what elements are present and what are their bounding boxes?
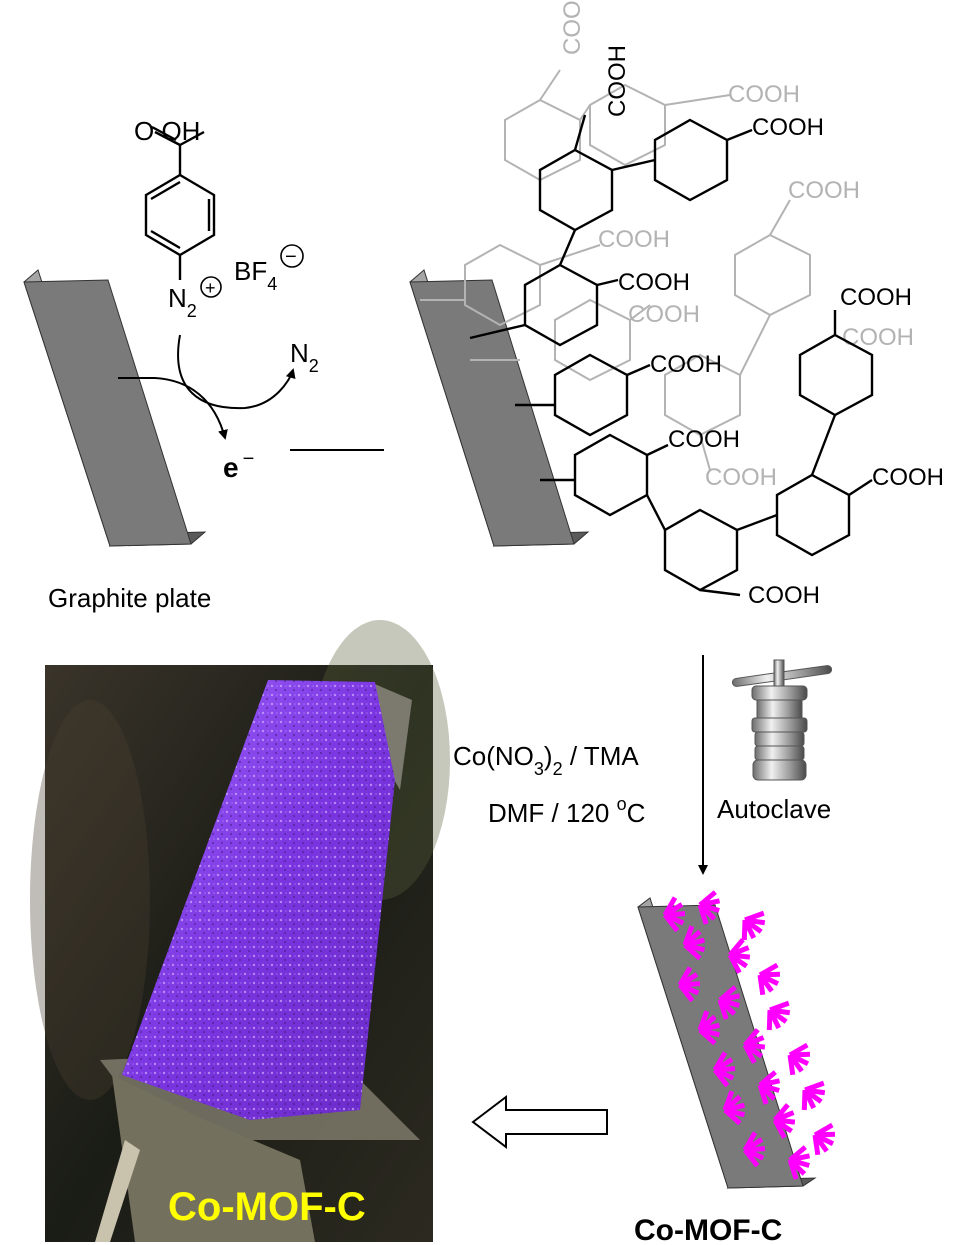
mof-crystal-fan (742, 1131, 766, 1168)
conditions-line2: DMF / 120 oC (488, 794, 645, 828)
mof-crystal-fan (757, 1070, 781, 1105)
plus-charge-icon (200, 276, 222, 298)
mof-crystal-fan (697, 1010, 721, 1046)
cooh-black-2: COOH (752, 114, 824, 141)
mof-crystals (662, 890, 836, 1180)
mof-coated-plate (637, 897, 817, 1189)
cooh-grey-1: COOH (559, 0, 586, 55)
hollow-left-arrow (471, 1094, 608, 1150)
bf4-label: BF4 (234, 256, 277, 294)
diazonium-salt (144, 125, 216, 280)
minus-charge-sign: − (285, 246, 297, 268)
mof-crystal-fan (766, 1000, 791, 1031)
product-label: Co-MOF-C (634, 1214, 782, 1245)
carboxyl-label: O OH (134, 116, 200, 146)
n2-byproduct-label: N2 (290, 338, 319, 376)
autoclave-icon (731, 659, 833, 781)
mof-crystal-fan (757, 962, 781, 996)
cooh-black-7: COOH (872, 464, 944, 491)
autoclave-label: Autoclave (717, 794, 831, 824)
cooh-black-5: COOH (668, 426, 740, 453)
electron-label: e− (223, 448, 254, 483)
electron-transfer-arrows (118, 334, 296, 440)
cooh-black-8: COOH (748, 582, 820, 609)
cooh-black-6: COOH (840, 284, 912, 311)
cooh-grey-6: COOH (842, 324, 914, 351)
mof-crystal-fan (812, 1122, 836, 1156)
mof-crystal-fan (787, 1145, 811, 1180)
cooh-grey-2: COOH (728, 81, 800, 108)
grafted-layer-foreground (469, 114, 874, 597)
minus-charge-icon (280, 244, 304, 268)
sample-photo (30, 620, 450, 1242)
mof-crystal-fan (662, 896, 686, 933)
cooh-black-3: COOH (618, 269, 690, 296)
plus-charge-sign: + (205, 278, 216, 298)
mof-crystal-fan (722, 1090, 746, 1126)
mof-crystal-fan (742, 1028, 766, 1064)
grafted-layer-background (420, 69, 811, 471)
cooh-black-4: COOH (650, 351, 722, 378)
plate-label: Graphite plate (48, 583, 211, 613)
mof-crystal-fan (677, 966, 701, 1003)
cooh-grey-4: COOH (598, 226, 670, 253)
mof-crystal-fan (717, 985, 741, 1020)
grey-cooh-labels: COOH COOH COOH COOH COOH COOH COOH (559, 0, 914, 491)
mof-crystal-fan (712, 1051, 736, 1088)
cooh-black-1: COOH (604, 45, 631, 117)
mof-crystal-fan (741, 910, 766, 941)
graphite-plate-right (409, 269, 590, 547)
cooh-grey-7: COOH (705, 464, 777, 491)
cooh-grey-3: COOH (788, 177, 860, 204)
mof-crystal-fan (682, 925, 706, 961)
mof-crystal-fan (772, 1103, 796, 1139)
mof-crystal-fan (697, 890, 721, 925)
mof-crystal-fan (801, 1080, 826, 1111)
conditions-line1: Co(NO3)2 / TMA (453, 741, 639, 779)
cooh-grey-5: COOH (628, 301, 700, 328)
black-cooh-labels: COOH COOH COOH COOH COOH COOH COOH COOH (604, 45, 944, 609)
mof-crystal-fan (787, 1042, 811, 1076)
graphite-plate-left (23, 269, 207, 547)
photo-label: Co-MOF-C (168, 1185, 366, 1229)
mof-crystal-fan (727, 938, 751, 974)
n2-plus-label: N2 (168, 283, 197, 321)
